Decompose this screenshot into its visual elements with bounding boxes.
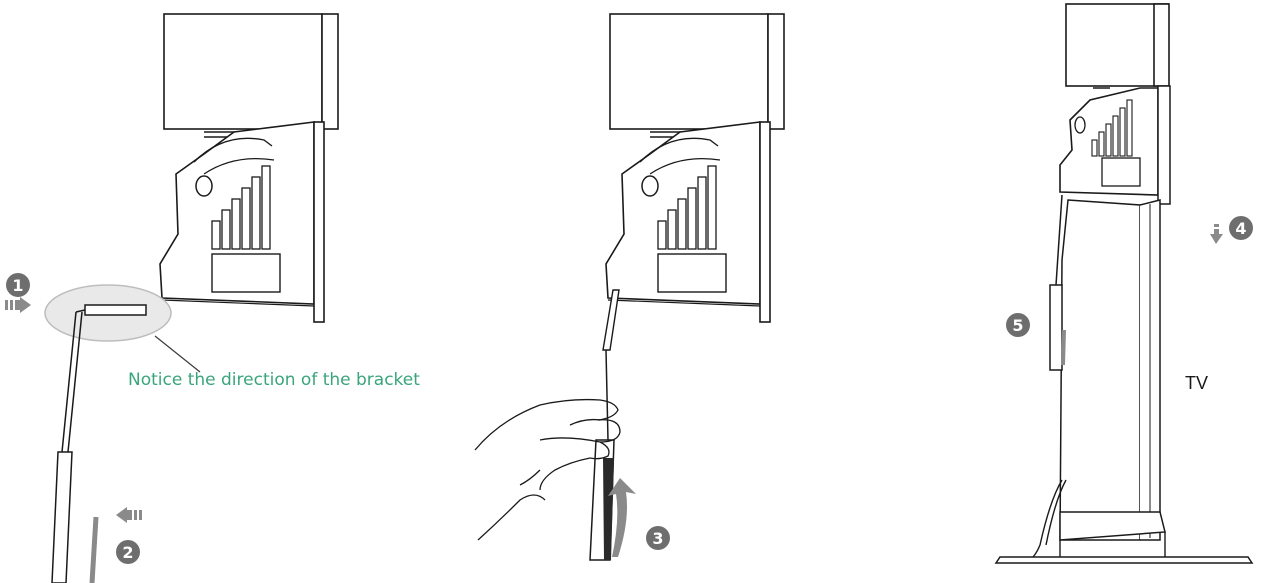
step-5-number: 5 — [1012, 316, 1023, 335]
bracket-arm — [602, 289, 620, 351]
camera-device — [605, 13, 785, 323]
panel-3-mount-on-tv: 4 5 TV — [994, 3, 1254, 564]
curved-up-arrow-icon — [608, 478, 636, 557]
step-3-number: 3 — [652, 529, 663, 548]
adhesive-strip — [89, 516, 99, 583]
panel-1-attach-bracket: 1 2 Notice the direction of the bracket — [5, 13, 420, 583]
hand-illustration — [474, 398, 621, 541]
step-1-number: 1 — [12, 276, 23, 295]
adhesive-strip — [1061, 329, 1066, 366]
step-2-badge — [116, 540, 140, 564]
bracket-direction-note: Notice the direction of the bracket — [128, 370, 420, 390]
tv-label: TV — [1185, 373, 1208, 393]
down-arrow-icon — [1210, 224, 1223, 244]
bracket-base — [51, 451, 73, 583]
camera-device — [159, 13, 339, 323]
step-1-badge — [6, 273, 30, 297]
bracket-base — [1049, 284, 1063, 371]
step-2-number: 2 — [122, 543, 133, 562]
panel-2-peel-strip: 3 — [474, 13, 785, 561]
bracket-arm — [61, 311, 83, 453]
adhesive-strip — [603, 458, 614, 560]
step-3-badge — [646, 526, 670, 550]
left-arrow-icon — [116, 507, 142, 523]
tv-stand-base — [994, 556, 1254, 564]
step-5-badge — [1006, 313, 1030, 337]
step-4-badge — [1229, 216, 1253, 240]
step-4-number: 4 — [1235, 219, 1246, 238]
bracket-clip — [84, 304, 147, 316]
tv-side — [1059, 199, 1141, 541]
note-leader-line — [154, 335, 201, 373]
right-arrow-icon — [5, 297, 31, 313]
